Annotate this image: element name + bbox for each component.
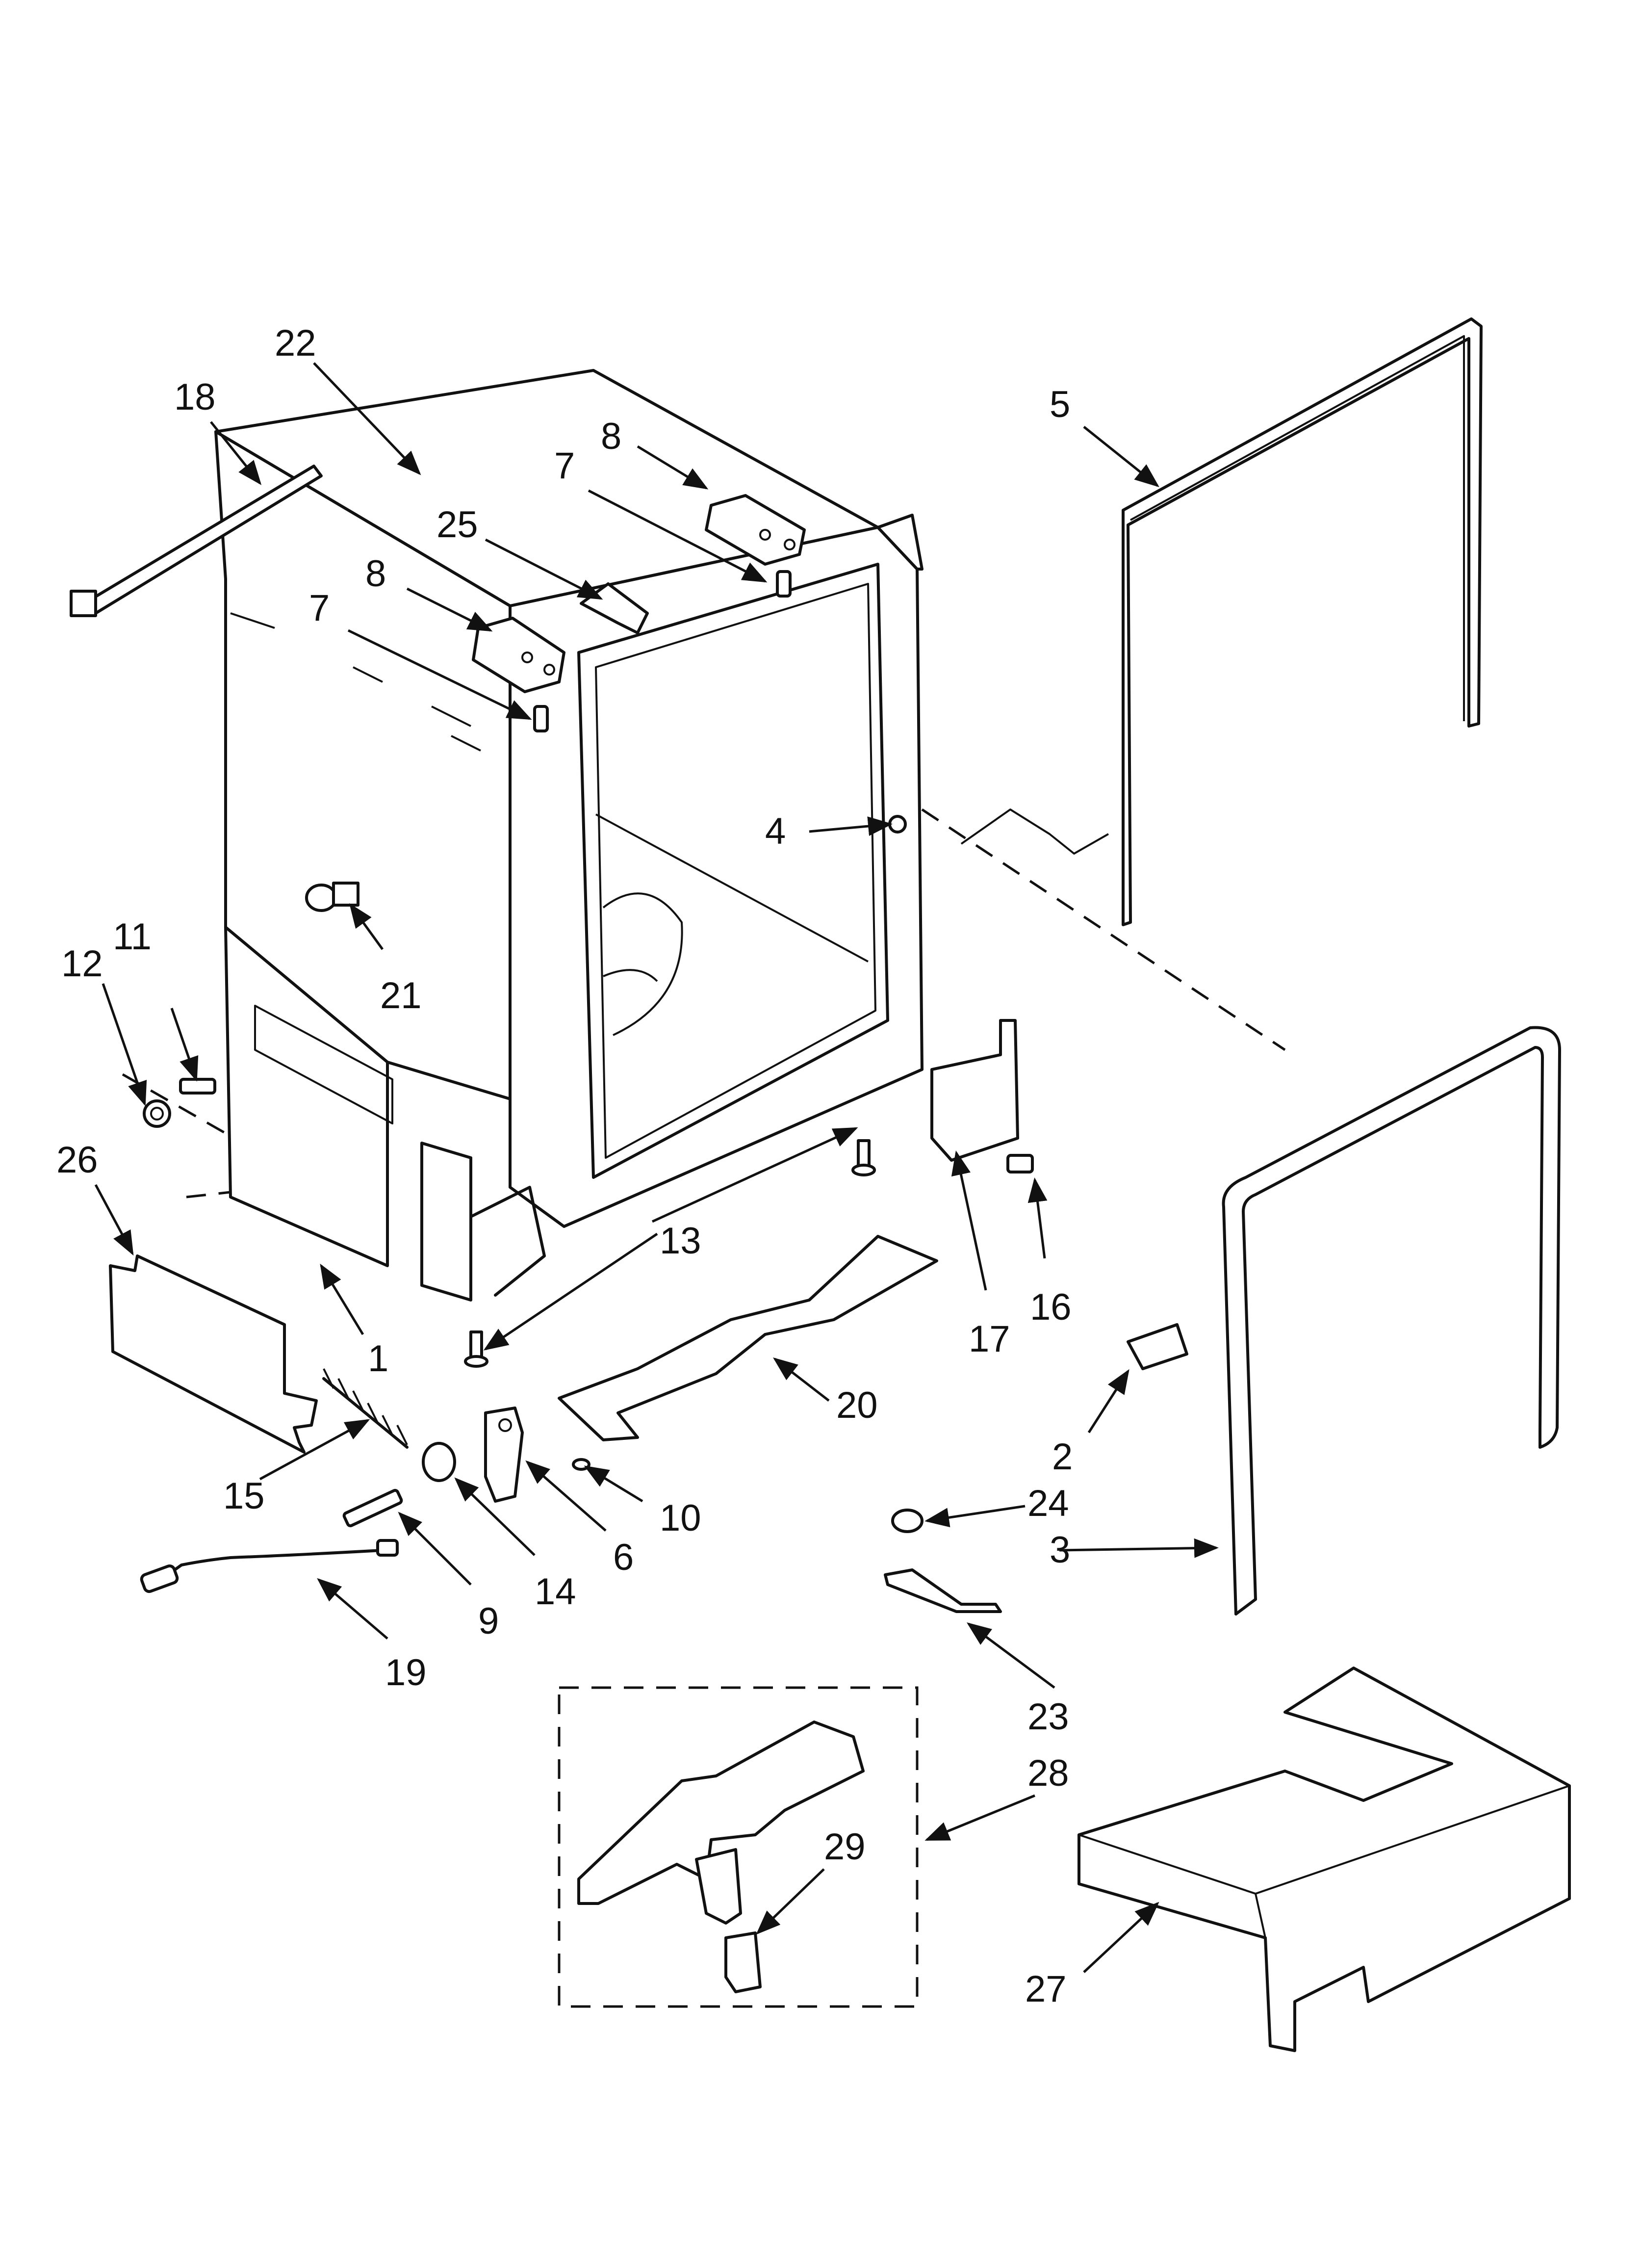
nut-12 [143, 1099, 171, 1128]
label-10: 10 [660, 1497, 701, 1539]
panel-26 [109, 1254, 318, 1454]
label-13: 13 [660, 1220, 701, 1262]
foot-13-upper [851, 1139, 876, 1176]
cable-tie-18 [70, 465, 323, 617]
label-8-left: 8 [365, 553, 386, 595]
label-20: 20 [836, 1384, 878, 1426]
screw-top-right [776, 570, 792, 598]
label-28: 28 [1027, 1752, 1069, 1794]
label-18: 18 [174, 376, 216, 418]
screw-top-left [533, 705, 549, 732]
stud-4 [888, 815, 907, 834]
label-14: 14 [535, 1571, 576, 1613]
hinge-bracket-top-right [705, 494, 806, 566]
cable-19 [140, 1539, 399, 1593]
label-7-left: 7 [309, 587, 330, 629]
spring-15 [322, 1368, 409, 1449]
label-9: 9 [478, 1600, 499, 1642]
label-6: 6 [613, 1537, 634, 1578]
label-19: 19 [385, 1652, 427, 1694]
leader-lines [94, 362, 1219, 1973]
assembly-box-28 [558, 1686, 919, 2008]
label-26: 26 [56, 1139, 98, 1181]
label-8-right: 8 [601, 416, 621, 457]
label-17: 17 [969, 1318, 1010, 1360]
label-3: 3 [1050, 1529, 1070, 1571]
bracket-17 [930, 1019, 1019, 1162]
plate-20 [558, 1235, 938, 1441]
tub-gasket-3 [1222, 1026, 1561, 1616]
label-12: 12 [61, 943, 103, 985]
label-4: 4 [765, 810, 786, 852]
link-6 [484, 1407, 524, 1503]
door-gasket-5 [1122, 317, 1483, 926]
label-22: 22 [275, 322, 316, 364]
label-1: 1 [368, 1338, 388, 1380]
label-25: 25 [436, 504, 478, 546]
dishwasher-tub [214, 369, 924, 1302]
label-16: 16 [1030, 1286, 1072, 1328]
screw-9 [342, 1488, 403, 1528]
label-15: 15 [223, 1475, 265, 1517]
hinge-bracket-top-left [472, 617, 565, 693]
label-2: 2 [1052, 1436, 1073, 1478]
label-24: 24 [1027, 1483, 1069, 1524]
part-24 [891, 1509, 924, 1533]
foot-13-lower [464, 1330, 488, 1368]
label-23: 23 [1027, 1696, 1069, 1738]
label-21: 21 [380, 975, 422, 1017]
bracket-23 [884, 1568, 1002, 1613]
screw-16 [1006, 1154, 1034, 1173]
label-29: 29 [824, 1826, 866, 1868]
base-27 [1078, 1667, 1571, 2052]
clip-2 [1127, 1323, 1188, 1370]
label-27: 27 [1025, 1968, 1067, 2010]
label-5: 5 [1050, 384, 1070, 425]
label-7-right: 7 [554, 445, 575, 487]
pulley-14 [422, 1442, 456, 1482]
label-11: 11 [113, 916, 152, 958]
screw-11 [179, 1078, 216, 1095]
plug-21 [305, 882, 359, 912]
